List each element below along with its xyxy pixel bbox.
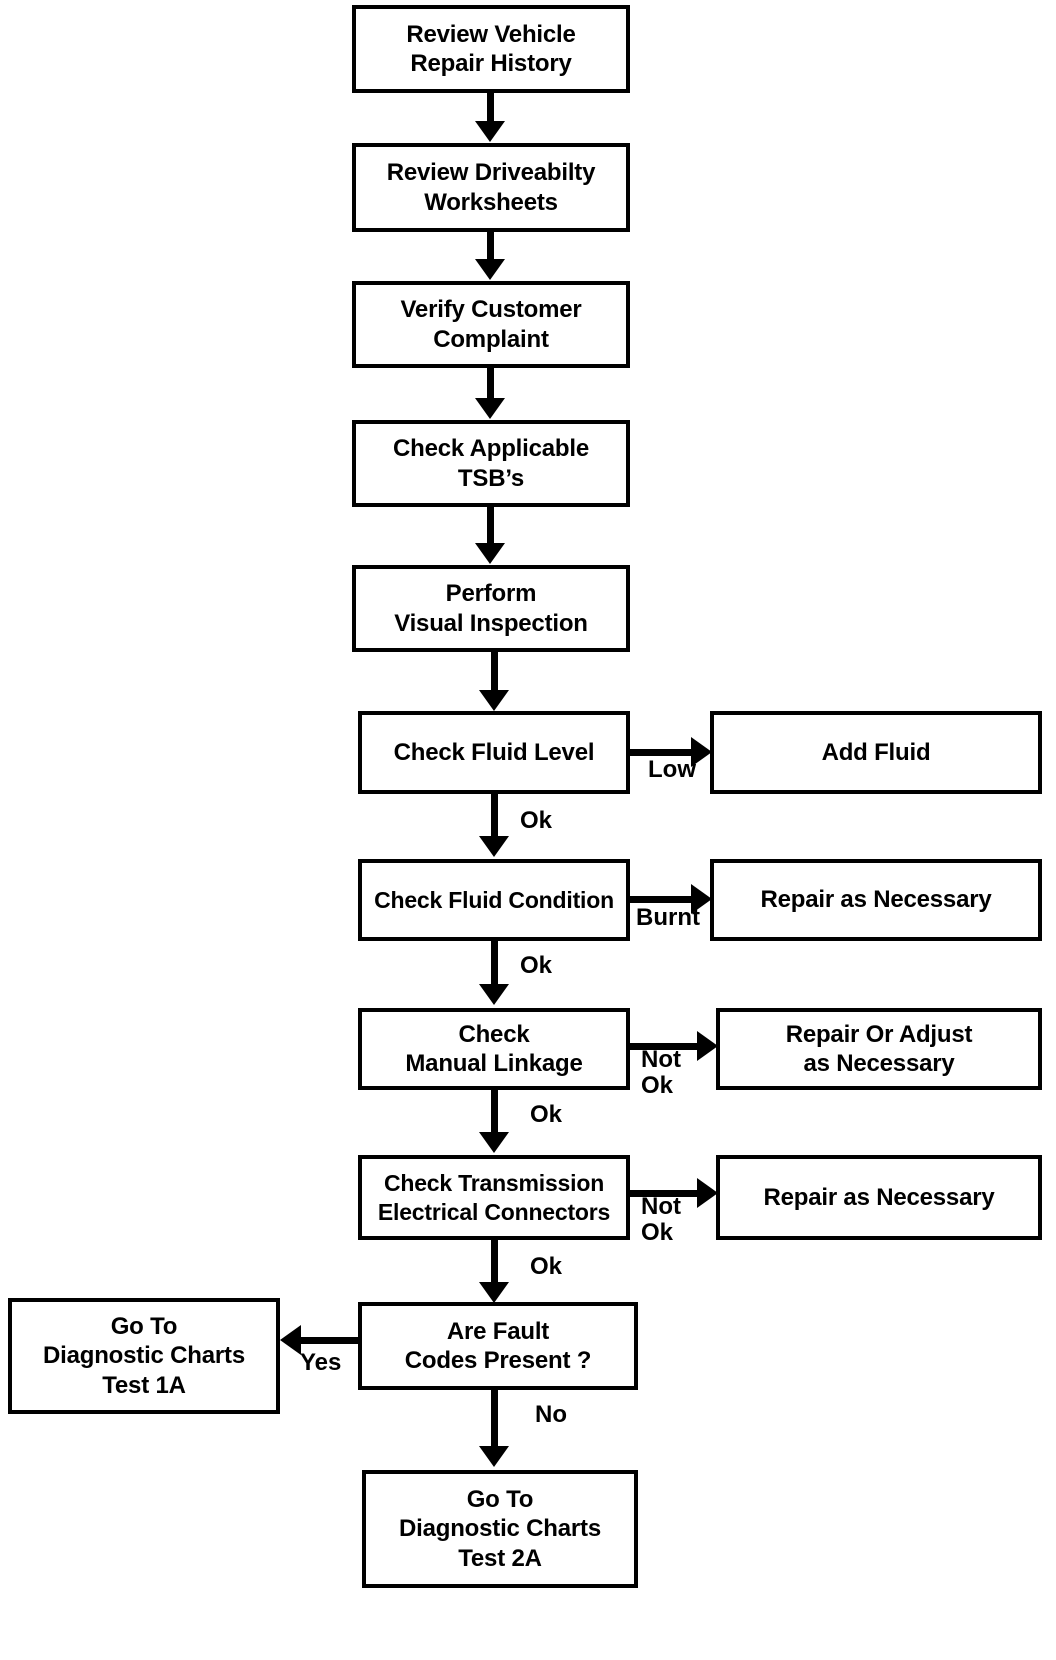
node-go-to-diagnostic-charts-test-2a[interactable]: Go To Diagnostic Charts Test 2A bbox=[362, 1470, 638, 1588]
connector-n5-n6 bbox=[491, 652, 498, 692]
connector-n8-n9 bbox=[630, 896, 694, 903]
node-check-manual-linkage[interactable]: Check Manual Linkage bbox=[358, 1008, 630, 1090]
edge-label-not-ok-linkage: Not Ok bbox=[641, 1046, 681, 1100]
connector-n6-n8 bbox=[491, 794, 498, 838]
node-label: Check Applicable TSB’s bbox=[393, 435, 589, 492]
arrowhead-n6-n8 bbox=[479, 836, 509, 857]
connector-n6-n7 bbox=[630, 749, 694, 756]
arrowhead-n14-n15 bbox=[280, 1325, 301, 1355]
node-label: Perform Visual Inspection bbox=[394, 580, 588, 637]
node-label: Check Fluid Condition bbox=[374, 886, 614, 913]
arrowhead-n4-n5 bbox=[475, 543, 505, 564]
edge-label-ok-connectors: Ok bbox=[530, 1253, 563, 1280]
node-check-fluid-condition[interactable]: Check Fluid Condition bbox=[358, 859, 630, 941]
arrowhead-n8-n9 bbox=[691, 884, 712, 914]
edge-label-yes: Yes bbox=[300, 1349, 342, 1376]
edge-label-no: No bbox=[535, 1401, 567, 1428]
edge-label-low: Low bbox=[648, 756, 696, 783]
node-verify-customer-complaint[interactable]: Verify Customer Complaint bbox=[352, 281, 630, 368]
edge-label-ok-fluid-condition: Ok bbox=[520, 952, 553, 979]
node-label: Review Driveabilty Worksheets bbox=[386, 159, 596, 216]
edge-label-burnt: Burnt bbox=[636, 904, 700, 931]
node-label: Repair as Necessary bbox=[760, 886, 992, 914]
node-label: Repair as Necessary bbox=[763, 1183, 995, 1211]
node-repair-as-necessary-connectors[interactable]: Repair as Necessary bbox=[716, 1155, 1042, 1240]
node-are-fault-codes-present[interactable]: Are Fault Codes Present ? bbox=[358, 1302, 638, 1390]
node-label: Review Vehicle Repair History bbox=[406, 20, 576, 77]
arrowhead-n1-n2 bbox=[475, 121, 505, 142]
connector-n4-n5 bbox=[487, 507, 494, 547]
arrowhead-n2-n3 bbox=[475, 259, 505, 280]
arrowhead-n3-n4 bbox=[475, 398, 505, 419]
connector-n1-n2 bbox=[487, 93, 494, 125]
node-check-transmission-electrical-connectors[interactable]: Check Transmission Electrical Connectors bbox=[358, 1155, 630, 1240]
node-label: Go To Diagnostic Charts Test 1A bbox=[43, 1313, 245, 1399]
connector-n10-n12 bbox=[491, 1090, 498, 1134]
node-perform-visual-inspection[interactable]: Perform Visual Inspection bbox=[352, 565, 630, 652]
node-add-fluid[interactable]: Add Fluid bbox=[710, 711, 1042, 794]
connector-n14-n16 bbox=[491, 1390, 498, 1448]
connector-n12-n13 bbox=[630, 1190, 700, 1197]
node-repair-or-adjust-as-necessary[interactable]: Repair Or Adjust as Necessary bbox=[716, 1008, 1042, 1090]
edge-label-ok-linkage: Ok bbox=[530, 1101, 563, 1128]
node-label: Check Transmission Electrical Connectors bbox=[377, 1170, 611, 1225]
edge-label-ok-fluid-level: Ok bbox=[520, 807, 553, 834]
node-check-fluid-level[interactable]: Check Fluid Level bbox=[358, 711, 630, 794]
arrowhead-n6-n7 bbox=[691, 737, 712, 767]
node-label: Check Manual Linkage bbox=[405, 1020, 583, 1077]
connector-n10-n11 bbox=[630, 1043, 700, 1050]
arrowhead-n14-n16 bbox=[479, 1446, 509, 1467]
node-review-vehicle-repair-history[interactable]: Review Vehicle Repair History bbox=[352, 5, 630, 93]
node-label: Add Fluid bbox=[821, 738, 931, 766]
node-check-applicable-tsbs[interactable]: Check Applicable TSB’s bbox=[352, 420, 630, 507]
arrowhead-n10-n12 bbox=[479, 1132, 509, 1153]
arrowhead-n12-n14 bbox=[479, 1282, 509, 1303]
edge-label-not-ok-connectors: Not Ok bbox=[641, 1193, 681, 1247]
connector-n14-n15 bbox=[300, 1337, 360, 1344]
node-label: Check Fluid Level bbox=[393, 738, 595, 766]
connector-n3-n4 bbox=[487, 368, 494, 402]
node-go-to-diagnostic-charts-test-1a[interactable]: Go To Diagnostic Charts Test 1A bbox=[8, 1298, 280, 1414]
node-repair-as-necessary-fluid[interactable]: Repair as Necessary bbox=[710, 859, 1042, 941]
node-label: Repair Or Adjust as Necessary bbox=[785, 1020, 973, 1077]
arrowhead-n12-n13 bbox=[697, 1178, 718, 1208]
arrowhead-n10-n11 bbox=[697, 1031, 718, 1061]
node-label: Are Fault Codes Present ? bbox=[404, 1317, 592, 1374]
connector-n12-n14 bbox=[491, 1240, 498, 1284]
connector-n2-n3 bbox=[487, 232, 494, 264]
arrowhead-n5-n6 bbox=[479, 690, 509, 711]
node-label: Go To Diagnostic Charts Test 2A bbox=[399, 1486, 601, 1572]
node-review-driveabilty-worksheets[interactable]: Review Driveabilty Worksheets bbox=[352, 143, 630, 232]
arrowhead-n8-n10 bbox=[479, 984, 509, 1005]
connector-n8-n10 bbox=[491, 941, 498, 985]
node-label: Verify Customer Complaint bbox=[400, 296, 582, 353]
